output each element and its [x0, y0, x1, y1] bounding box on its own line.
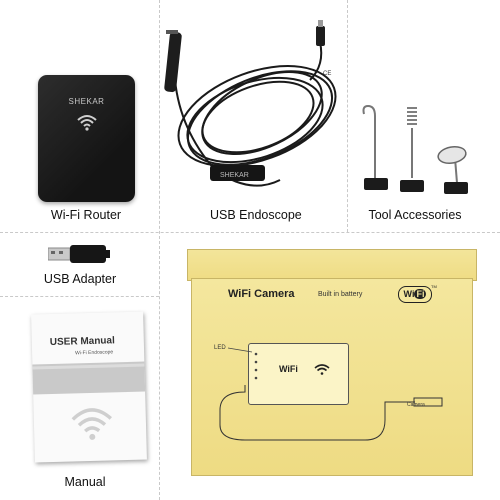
caption-usb-adapter: USB Adapter [43, 272, 117, 286]
led-pointer [227, 347, 253, 353]
wifi-icon [71, 408, 112, 440]
usb-adapter-image [48, 245, 110, 263]
manual-subtitle: Wi-Fi Endoscope [75, 349, 114, 357]
wifi-icon [314, 364, 330, 375]
box-device-illustration [248, 343, 349, 405]
divider-v-left [159, 0, 160, 500]
camera-label: Camera [407, 402, 425, 408]
led-dots [254, 352, 258, 380]
trademark: TM [431, 284, 437, 289]
box-cable-illustration [219, 385, 443, 441]
box-device-label: WiFi [279, 364, 298, 374]
led-label: LED [214, 345, 226, 351]
router-brand: SHEKAR [68, 97, 105, 106]
wifi-logo-text: Wi [403, 289, 415, 299]
box-lid [187, 249, 477, 281]
endoscope-brand: SHEKAR [220, 172, 249, 179]
svg-text:CE: CE [323, 71, 331, 77]
caption-manual: Manual [64, 475, 106, 489]
wifi-logo-box: Fi [414, 289, 427, 299]
divider-h-top [0, 232, 500, 233]
manual-title: USER Manual [49, 335, 115, 349]
divider-v-right-top [347, 0, 348, 232]
caption-wifi-router: Wi-Fi Router [50, 208, 122, 222]
box-title: WiFi Camera [228, 288, 295, 300]
tool-accessories-image [362, 104, 468, 194]
caption-usb-endoscope: USB Endoscope [210, 208, 302, 222]
usb-endoscope-image: CE SHEKAR [164, 20, 337, 187]
wifi-icon [77, 115, 97, 131]
divider-h-left [0, 296, 159, 297]
box-subtitle: Built in battery [318, 291, 363, 298]
manual-image: USER Manual Wi-Fi Endoscope [31, 311, 147, 463]
caption-tool-accessories: Tool Accessories [368, 208, 462, 222]
wifi-router-image: SHEKAR [38, 75, 135, 202]
